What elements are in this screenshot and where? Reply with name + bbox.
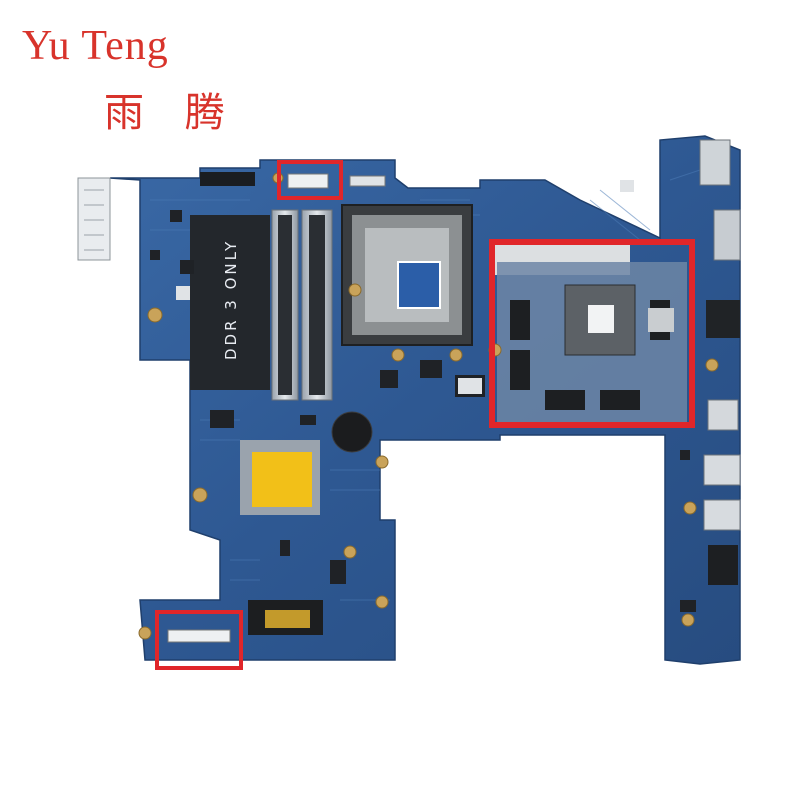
audio-jacks: [708, 545, 738, 585]
top-connector: [200, 172, 255, 186]
usb-port-2: [703, 499, 741, 531]
watermark-latin-text: Yu Teng: [22, 23, 169, 69]
top-ribbon-connector: [287, 173, 329, 189]
power-jack: [706, 300, 740, 338]
gpu-die: [588, 305, 614, 333]
ram-slot-label: DDR 3 ONLY: [222, 239, 240, 360]
vram-chips: [510, 300, 670, 410]
usb-port-1: [703, 454, 741, 486]
watermark-chinese-text: 雨 腾: [104, 90, 239, 136]
bottom-ribbon-connector: [167, 629, 231, 643]
vga-port: [713, 209, 741, 261]
highlight-box-top-connector: [277, 160, 343, 200]
ethernet-port: [699, 139, 731, 186]
highlight-box-bottom-connector: [155, 610, 243, 670]
top-small-connector: [349, 175, 386, 187]
cmos-battery: [331, 411, 373, 453]
chipset-thermal-pad: [252, 452, 312, 507]
cpu-socket-center: [397, 261, 441, 309]
highlight-box-gpu: [489, 239, 695, 428]
left-connector: [77, 177, 111, 261]
ram-slot-cover: [190, 215, 270, 390]
mounting-holes: [138, 172, 719, 640]
hdmi-port: [707, 399, 739, 431]
